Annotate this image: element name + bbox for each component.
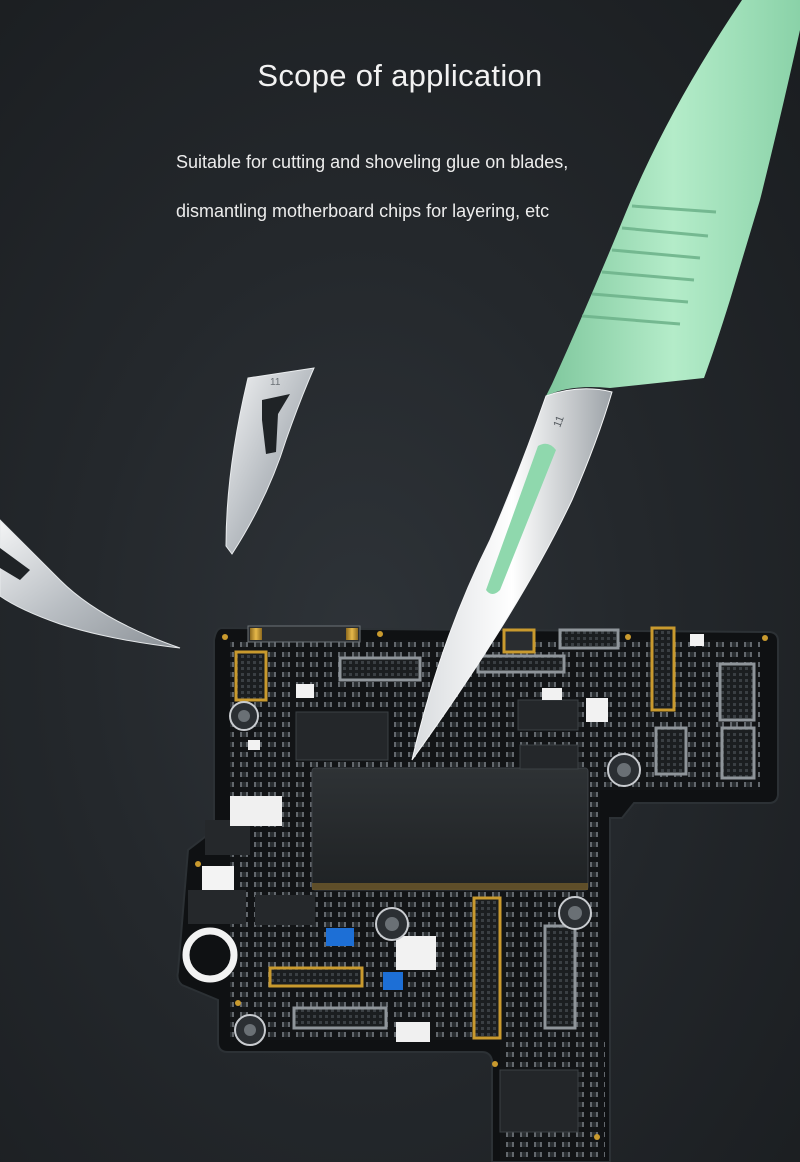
blade-icon: 11 <box>225 367 315 555</box>
blade-number-label: 11 <box>270 377 281 388</box>
description-line-1: Suitable for cutting and shoveling glue … <box>176 152 569 172</box>
description-line-2: dismantling motherboard chips for layeri… <box>176 201 550 221</box>
scalpel-icon: 11 <box>411 0 800 761</box>
page-title: Scope of application <box>257 58 543 93</box>
motherboard-icon <box>176 625 779 1162</box>
curved-blade-icon <box>0 519 181 649</box>
scalpel-blade-number: 11 <box>552 414 567 429</box>
